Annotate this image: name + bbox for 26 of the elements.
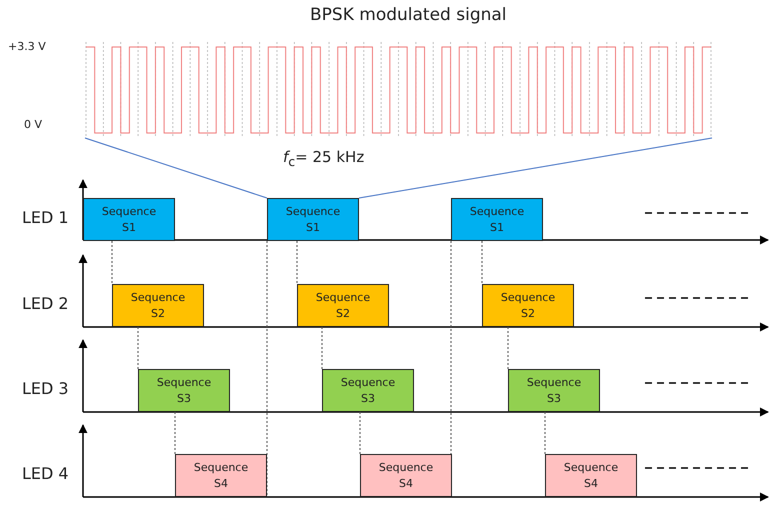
sequence-box: Sequence S4 — [360, 454, 452, 497]
title: BPSK modulated signal — [310, 5, 507, 25]
guide-line — [296, 240, 298, 284]
row-label: LED 1 — [22, 208, 69, 227]
sequence-box: Sequence S1 — [451, 198, 543, 241]
guide-line — [174, 412, 176, 454]
sequence-box: Sequence S3 — [508, 369, 600, 412]
sequence-box: Sequence S2 — [112, 284, 204, 327]
sequence-box: Sequence S3 — [138, 369, 230, 412]
sequence-box: Sequence S2 — [482, 284, 574, 327]
row-label: LED 2 — [22, 294, 69, 313]
voltage-label: 0 V — [24, 118, 42, 131]
sequence-box: Sequence S1 — [267, 198, 359, 241]
zoom-line — [84, 138, 268, 198]
sequence-box: Sequence S4 — [175, 454, 267, 497]
voltage-label: +3.3 V — [8, 40, 46, 53]
sequence-box: Sequence S1 — [83, 198, 175, 241]
sequence-box: Sequence S3 — [322, 369, 414, 412]
row-label: LED 3 — [22, 379, 69, 398]
sequence-box: Sequence S4 — [545, 454, 637, 497]
row-label: LED 4 — [22, 464, 69, 483]
sequence-box: Sequence S2 — [297, 284, 389, 327]
frequency-label: f$_{c}$= 25 kHz — [283, 148, 364, 169]
zoom-line — [358, 138, 712, 198]
guide-line — [544, 412, 546, 454]
signal-waveform-drawing — [85, 40, 712, 138]
